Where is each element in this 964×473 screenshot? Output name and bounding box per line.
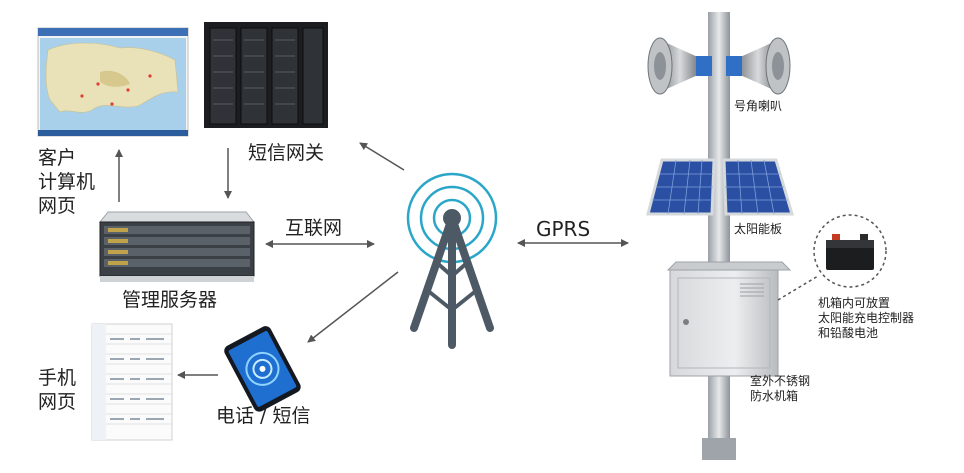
label-internet: 互联网 [285,217,343,239]
label-phone-sms: 电话 / 短信 [216,405,311,427]
arrows [115,142,629,379]
cabinet-icon [666,261,792,377]
management-server [98,211,256,282]
pole [702,12,736,460]
smartphone [224,326,301,412]
battery-icon [777,214,887,301]
solar-panel-icon [646,158,795,216]
label-management-server: 管理服务器 [122,289,218,311]
client-webpage-screenshot [37,27,189,137]
arrow-tower-to-phone [307,271,399,343]
horn-speaker-icon [647,37,791,95]
label-gprs: GPRS [536,217,591,241]
label-client-web: 客户 计算机 网页 [38,147,96,217]
label-sms-gateway: 短信网关 [248,142,325,164]
label-solar-panel: 太阳能板 [734,222,783,236]
arrow-tower-to-gateway [359,142,405,171]
label-horn-speaker: 号角喇叭 [734,99,783,113]
sms-gateway-rack [204,22,328,128]
tower-icon [406,172,498,349]
mobile-webpage-screenshot [91,323,173,441]
label-cabinet: 室外不锈钢 防水机箱 [750,374,811,403]
label-mobile-web: 手机 网页 [38,367,77,413]
label-battery-note: 机箱内可放置 太阳能充电控制器 和铅酸电池 [818,296,915,340]
